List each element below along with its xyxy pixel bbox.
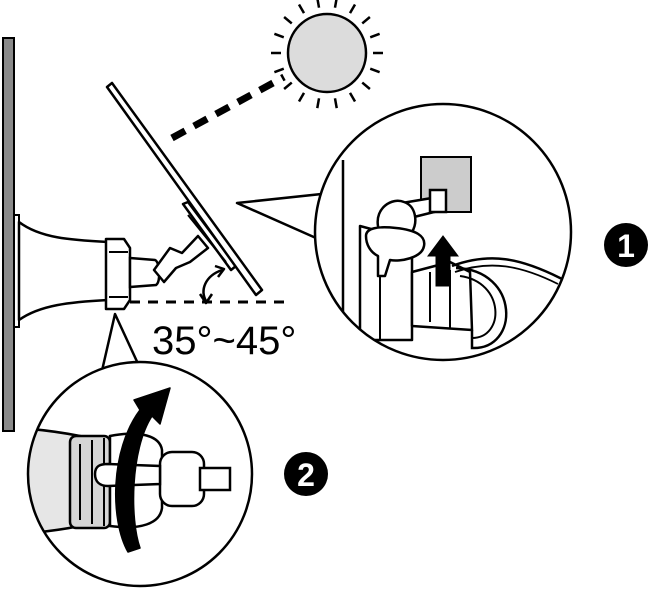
- angle-label: 35°~45°: [152, 319, 296, 363]
- svg-text:1: 1: [617, 228, 635, 264]
- sun-ray: [369, 32, 381, 39]
- sun-ray: [361, 81, 371, 90]
- sun-ray: [333, 0, 338, 8]
- detail-circle-1: [313, 102, 573, 362]
- cable: [451, 257, 571, 288]
- sun-ray: [297, 3, 306, 14]
- sun-ray: [283, 81, 293, 90]
- sun-ray: [273, 32, 285, 39]
- sun-ray: [348, 92, 357, 103]
- sun-ray: [348, 3, 357, 14]
- sun-ray: [283, 16, 293, 25]
- rotate-arrow-icon: [115, 387, 171, 553]
- sun-ray: [316, 0, 321, 8]
- step-marker-1: 1: [604, 223, 648, 267]
- solar-panel: [105, 81, 264, 297]
- up-arrow-icon: [427, 235, 459, 287]
- sun-icon: [271, 0, 383, 109]
- mount-arm: [17, 220, 110, 322]
- wall: [2, 37, 15, 432]
- sun-ray: [361, 16, 371, 25]
- detail-circle-2: [26, 360, 254, 588]
- sunlight-beam: [170, 73, 286, 142]
- sun-ray: [297, 92, 306, 103]
- svg-text:2: 2: [297, 457, 315, 493]
- step-marker-2: 2: [284, 452, 328, 496]
- sun-ray: [273, 67, 285, 74]
- sun-ray: [316, 98, 321, 109]
- sun-ray: [369, 67, 381, 74]
- ball-joint: [152, 234, 210, 284]
- adjustment-knob: [104, 237, 132, 311]
- sun-ray: [333, 98, 338, 109]
- angle-arrow: [202, 268, 223, 302]
